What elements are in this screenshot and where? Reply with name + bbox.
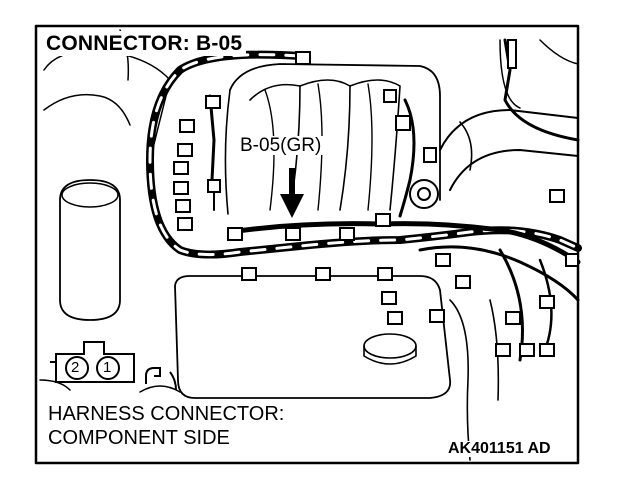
figure-code: AK401151 AD [448,440,551,457]
pin-number-1: 1 [103,359,112,376]
callout-arrow [280,168,304,218]
b05-connector [285,227,301,241]
pin-number-2: 2 [71,359,80,376]
diagram-title: CONNECTOR: B-05 [42,31,247,56]
caption-line-1: HARNESS CONNECTOR: [48,403,285,425]
connector-face-diagram [50,341,135,383]
connector-callout-label: B-05(GR) [238,135,324,156]
caption-line-2: COMPONENT SIDE [48,427,230,449]
